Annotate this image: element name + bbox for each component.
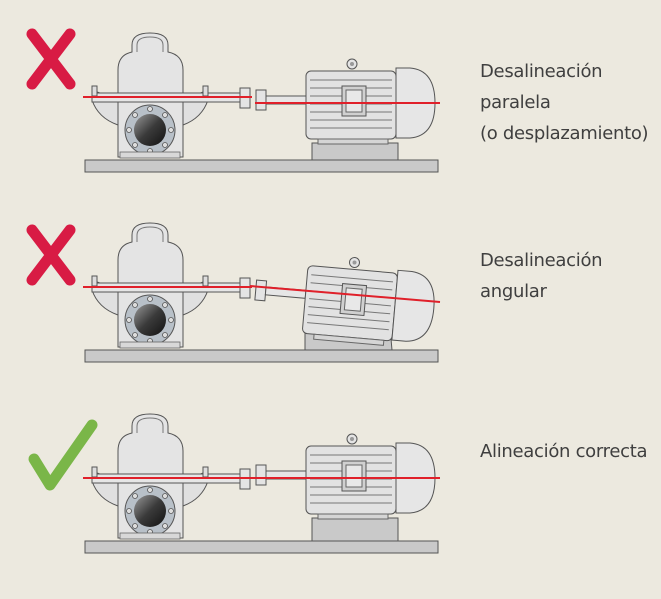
motor-axis-line <box>249 285 441 303</box>
panel-correct-alignment <box>28 413 440 554</box>
motor-illustration <box>255 58 436 145</box>
motor-illustration <box>255 433 436 520</box>
label-angular-misalignment: Desalineación angular <box>480 245 603 307</box>
panel-parallel-misalignment <box>26 28 440 173</box>
panel-angular-misalignment <box>26 222 441 363</box>
label-parallel-misalignment: Desalineación paralela (o desplazamiento… <box>480 56 649 149</box>
label-correct-alignment: Alineación correcta <box>480 436 648 467</box>
label-line: Desalineación <box>480 250 603 271</box>
label-line: Desalineación <box>480 61 603 82</box>
label-line: (o desplazamiento) <box>480 123 649 144</box>
cross-icon <box>26 224 76 286</box>
motor-base <box>311 142 399 161</box>
label-line: Alineación correcta <box>480 441 648 462</box>
check-icon <box>28 419 98 491</box>
label-line: paralela <box>480 92 551 113</box>
motor-base <box>311 517 399 542</box>
cross-icon <box>26 28 76 90</box>
label-line: angular <box>480 281 547 302</box>
